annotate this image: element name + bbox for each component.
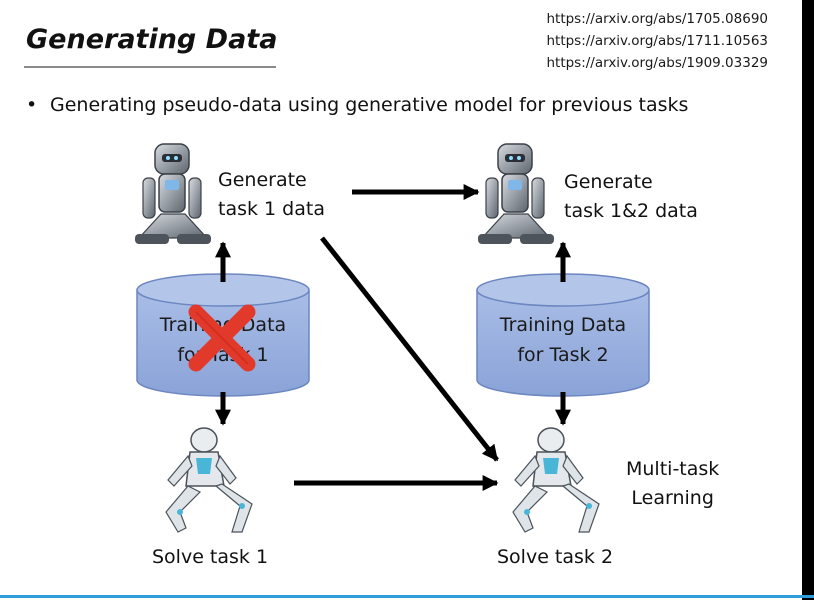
window-edge <box>802 0 814 600</box>
slide-title: Generating Data <box>26 24 278 55</box>
training-data-task1-line1: Training Data <box>159 314 287 336</box>
multitask-line1: Multi-task <box>626 458 720 480</box>
robot-crouching-icon <box>512 427 600 533</box>
robot-crouching-icon <box>165 427 253 533</box>
bullet-text: Generating pseudo-data using generative … <box>50 94 689 116</box>
training-data-task2-line1: Training Data <box>499 314 627 336</box>
reference-link[interactable]: https://arxiv.org/abs/1705.08690 <box>546 11 768 27</box>
title-underline <box>24 66 276 68</box>
training-data-task2-label: Training Data for Task 2 <box>477 310 649 370</box>
generator1-label: Generate task 1 data <box>218 166 325 224</box>
reference-list: https://arxiv.org/abs/1705.08690 https:/… <box>546 8 768 74</box>
generator2-label-line1: Generate <box>564 171 653 193</box>
multitask-learning-label: Multi-task Learning <box>626 455 719 513</box>
arrow-generator1-to-solver2 <box>320 236 499 462</box>
solver1-label: Solve task 1 <box>152 546 269 568</box>
multitask-line2: Learning <box>631 487 714 509</box>
generator1-label-line2: task 1 data <box>218 198 325 220</box>
reference-link[interactable]: https://arxiv.org/abs/1711.10563 <box>546 33 768 49</box>
generator2-label-line2: task 1&2 data <box>564 200 698 222</box>
robot-sitting-icon <box>478 143 554 244</box>
training-data-task2-line2: for Task 2 <box>517 344 609 366</box>
solver2-label: Solve task 2 <box>497 546 614 568</box>
generator2-label: Generate task 1&2 data <box>564 168 698 226</box>
robot-sitting-icon <box>135 143 211 244</box>
reference-link[interactable]: https://arxiv.org/abs/1909.03329 <box>546 55 768 71</box>
bullet-point: • Generating pseudo-data using generative… <box>26 94 688 116</box>
bottom-accent-rule <box>0 595 814 598</box>
generator1-label-line1: Generate <box>218 169 307 191</box>
bullet-icon: • <box>26 94 38 116</box>
